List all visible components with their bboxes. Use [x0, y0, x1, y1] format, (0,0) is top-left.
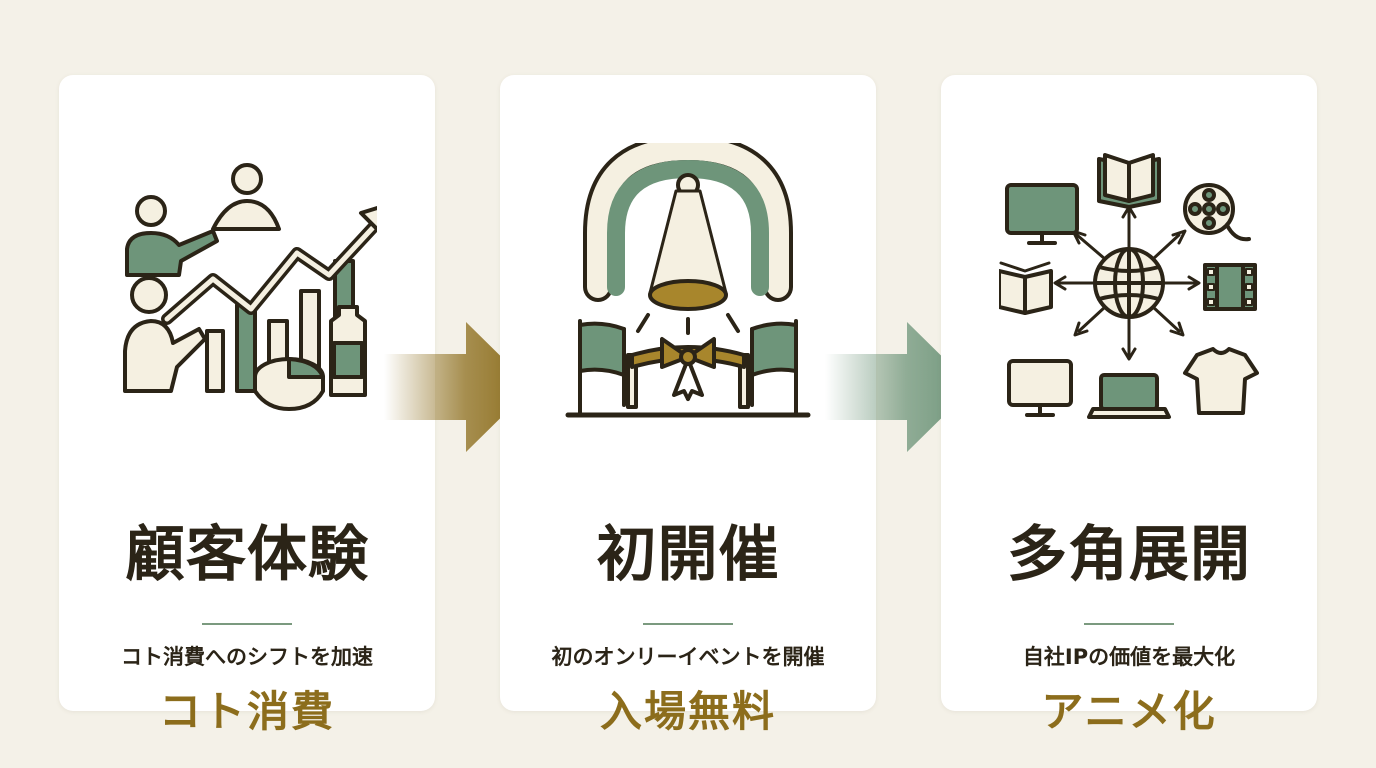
card-customer-experience: 顧客体験 コト消費へのシフトを加速 コト消費 [59, 75, 435, 736]
arrow-right-icon [825, 322, 973, 452]
card-subtitle: コト消費へのシフトを加速 [121, 645, 373, 669]
event-arch-ribbon-icon [565, 143, 811, 418]
card-title: 顧客体験 [125, 520, 369, 590]
divider [202, 623, 292, 625]
card-diversification: 多角展開 自社IPの価値を最大化 アニメ化 [941, 75, 1317, 736]
divider [643, 623, 733, 625]
arrow-right-icon [384, 322, 532, 452]
growth-chart-people-icon [123, 163, 377, 411]
divider [1084, 623, 1174, 625]
card-subtitle: 初のオンリーイベントを開催 [551, 645, 825, 669]
card-highlight: アニメ化 [1041, 687, 1217, 736]
card-title: 多角展開 [1007, 520, 1251, 590]
card-highlight: コト消費 [158, 687, 335, 736]
card-title: 初開催 [596, 520, 780, 590]
card-subtitle: 自社IPの価値を最大化 [1022, 645, 1236, 669]
card-highlight: 入場無料 [599, 687, 776, 736]
globe-media-network-icon [999, 153, 1259, 419]
card-first-event: 初開催 初のオンリーイベントを開催 入場無料 [500, 75, 876, 736]
